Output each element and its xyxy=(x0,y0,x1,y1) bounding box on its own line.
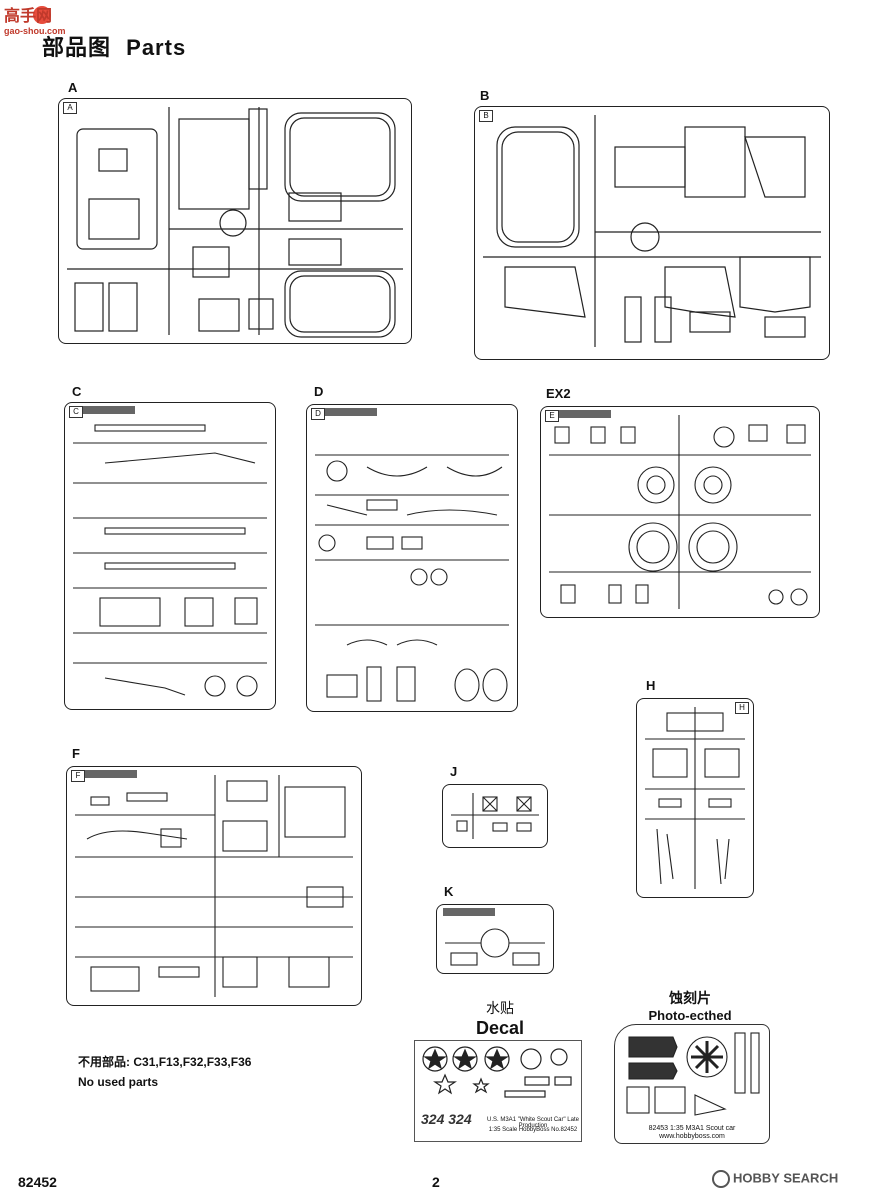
page-title: 部品图 Parts xyxy=(42,30,186,62)
sprue-c: C xyxy=(64,402,276,710)
sprue-d-letter: D xyxy=(314,384,324,399)
sprue-e-tag: E xyxy=(545,410,559,422)
sprue-e-code xyxy=(559,410,611,418)
sprue-j-letter: J xyxy=(450,764,458,779)
sprue-f-letter: F xyxy=(72,746,80,761)
photo-etched-title-cn: 蚀刻片 xyxy=(669,991,711,1007)
sprue-k-letter: K xyxy=(444,884,454,899)
kit-number: 82452 xyxy=(18,1174,57,1190)
brand-watermark: HOBBY SEARCH xyxy=(712,1170,838,1188)
sprue-k-code xyxy=(443,908,495,916)
sprue-a: A xyxy=(58,98,412,344)
sprue-c-code xyxy=(83,406,135,414)
decal-title-cn: 水贴 xyxy=(486,1001,514,1017)
unused-label-en: No used parts xyxy=(78,1075,159,1089)
brand-name: HOBBY SEARCH xyxy=(733,1170,839,1186)
sprue-ex2-drawing xyxy=(549,415,811,609)
sprue-a-letter: A xyxy=(68,80,78,95)
decal-caption-2: 1:35 Scale HobbyBoss No.82452 xyxy=(488,1127,578,1133)
sprue-ex2: E xyxy=(540,406,820,618)
page-number: 2 xyxy=(432,1174,440,1190)
watermark-url: gao-shou.com xyxy=(4,26,66,36)
decal-numbers: 324 324 xyxy=(421,1111,472,1127)
sprue-k xyxy=(436,904,554,974)
decal-star-markings xyxy=(422,1046,572,1098)
photo-etched-url: www.hobbyboss.com xyxy=(659,1133,725,1140)
sprue-k-drawing xyxy=(445,928,545,966)
decal-title-en: Decal xyxy=(475,1018,525,1038)
sprue-h-drawing xyxy=(645,707,745,889)
sprue-d: D xyxy=(306,404,518,712)
unused-label-cn: 不用部品 xyxy=(78,1055,127,1069)
photo-etched-caption: 82453 1:35 M3A1 Scout car xyxy=(648,1125,736,1132)
sprue-f-drawing xyxy=(75,775,353,997)
sprue-d-drawing xyxy=(315,454,509,702)
decal-caption-1: U.S. M3A1 "White Scout Car" Late Product… xyxy=(487,1117,579,1129)
sprue-b-letter: B xyxy=(480,88,490,103)
sprue-b-drawing xyxy=(483,115,821,347)
sprue-a-drawing xyxy=(67,107,403,338)
sprue-ex2-letter: EX2 xyxy=(546,386,571,401)
sprue-c-drawing xyxy=(73,424,267,697)
watermark-logo: 高手网 xyxy=(4,4,74,38)
photo-etched-parts xyxy=(626,1032,760,1116)
decal-sheet: 324 324 U.S. M3A1 "White Scout Car" Late… xyxy=(414,1040,582,1142)
page-title-cn: 部品图 xyxy=(42,36,112,61)
sprue-d-code xyxy=(325,408,377,416)
photo-etched-sheet: 82453 1:35 M3A1 Scout car www.hobbyboss.… xyxy=(614,1024,770,1144)
sprue-c-letter: C xyxy=(72,384,82,399)
sprue-j xyxy=(442,784,548,848)
decal-title: 水贴 Decal xyxy=(420,998,580,1039)
sprue-f-tag: F xyxy=(71,770,85,782)
sprue-a-tag: A xyxy=(63,102,77,114)
sprue-h-tag: H xyxy=(735,702,749,714)
sprue-d-tag: D xyxy=(311,408,325,420)
sprue-c-tag: C xyxy=(69,406,83,418)
sprue-b-tag: B xyxy=(479,110,493,122)
sprue-j-drawing xyxy=(451,793,539,839)
unused-parts-note: 不用部品: C31,F13,F32,F33,F36 No used parts xyxy=(78,1052,251,1092)
brand-logo-icon xyxy=(712,1170,730,1188)
sprue-f: F xyxy=(66,766,362,1006)
sprue-f-code xyxy=(85,770,137,778)
photo-etched-title: 蚀刻片 Photo-ecthed xyxy=(612,988,768,1023)
page-title-en: Parts xyxy=(126,35,187,60)
photo-etched-title-en: Photo-ecthed xyxy=(648,1008,732,1023)
sprue-h: H xyxy=(636,698,754,898)
sprue-h-letter: H xyxy=(646,678,656,693)
sprue-b: B xyxy=(474,106,830,360)
watermark-text: 高手网 xyxy=(4,6,52,25)
unused-list: C31,F13,F32,F33,F36 xyxy=(133,1055,252,1069)
